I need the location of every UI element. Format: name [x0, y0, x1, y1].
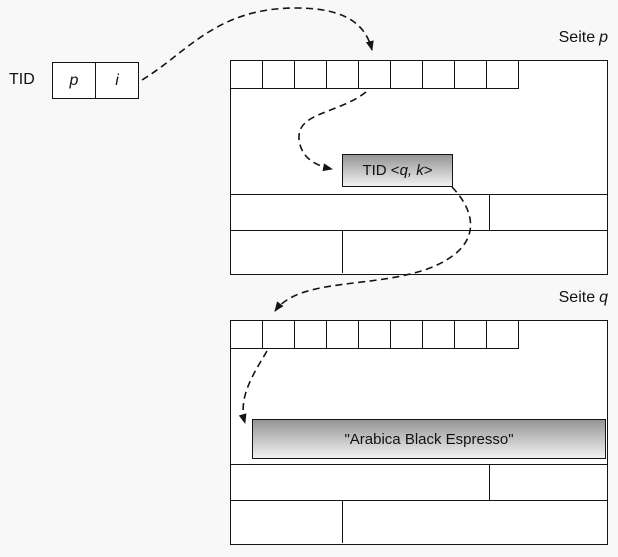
- slot-cell: [423, 321, 455, 349]
- slot-cell: [263, 321, 295, 349]
- slot-cell: [295, 61, 327, 89]
- page-p-divider-line: [342, 230, 343, 273]
- forward-tid-suffix: >: [423, 162, 433, 179]
- slot-cell: [263, 61, 295, 89]
- slot-cell: [327, 321, 359, 349]
- slot-cell: [231, 321, 263, 349]
- record-box: "Arabica Black Espresso": [252, 419, 606, 459]
- page-p: TID <q, k>: [230, 60, 608, 275]
- slot-cell: [455, 321, 487, 349]
- tid-cell-p: p: [69, 71, 79, 89]
- page-q-divider-line: [231, 500, 607, 501]
- slot-cell: [359, 61, 391, 89]
- page-p-label-text: Seite: [558, 29, 596, 46]
- slot-cell: [231, 61, 263, 89]
- page-q: "Arabica Black Espresso": [230, 320, 608, 545]
- forward-tid-vars: q, k: [399, 162, 424, 179]
- page-q-divider-line: [231, 464, 607, 465]
- page-p-divider-line: [231, 230, 607, 231]
- slot-cell: [295, 321, 327, 349]
- slot-cell: [359, 321, 391, 349]
- page-p-label-var: p: [599, 29, 608, 46]
- slot-cell: [327, 61, 359, 89]
- slot-row-page-q: [231, 321, 519, 349]
- slot-cell: [487, 321, 519, 349]
- forward-tid-box: TID <q, k>: [342, 154, 453, 187]
- tid-pointer-label: TID: [9, 71, 35, 88]
- page-q-divider-line: [342, 500, 343, 543]
- page-p-divider-line: [231, 194, 607, 195]
- slot-cell: [391, 61, 423, 89]
- tid-cell-i: i: [95, 63, 138, 98]
- slot-cell: [487, 61, 519, 89]
- page-q-label-var: q: [599, 289, 608, 306]
- tid-pointer-box: p i: [52, 62, 139, 99]
- slot-cell: [455, 61, 487, 89]
- forward-tid-prefix: TID <: [362, 162, 400, 179]
- slot-row-page-p: [231, 61, 519, 89]
- page-q-label-text: Seite: [558, 289, 596, 306]
- page-p-divider-line: [489, 194, 490, 230]
- slot-cell: [391, 321, 423, 349]
- slot-cell: [423, 61, 455, 89]
- page-q-divider-line: [489, 464, 490, 500]
